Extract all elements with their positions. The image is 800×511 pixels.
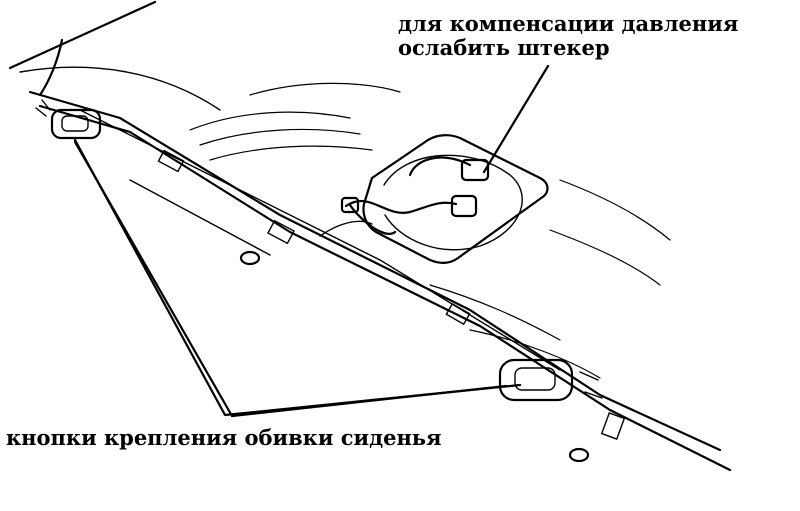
panel-hole-1: [239, 250, 261, 266]
rail-clips: [157, 149, 626, 440]
pressure-plug-plate: [362, 134, 549, 264]
rail-lower: [38, 104, 732, 472]
frame-edge-top: [8, 0, 157, 70]
frame-edge-left: [38, 38, 64, 97]
leader-line-top: [482, 64, 550, 174]
leader-line-bottom-right: [230, 384, 508, 418]
rail-upper: [28, 90, 722, 452]
rail-inner: [79, 109, 561, 371]
fabric-fold-lines: [189, 82, 671, 379]
panel-outline: [73, 138, 522, 417]
leader-line-bottom-left: [73, 140, 234, 418]
seat-button-left: [35, 99, 102, 140]
frame-contour: [19, 66, 221, 111]
callout-seat-buttons: кнопки крепления обивки сиденья: [6, 425, 442, 450]
seat-button-right: [498, 358, 603, 402]
callout-line-2: ослабить штекер: [398, 35, 610, 61]
pressure-plug-connector: [319, 156, 490, 237]
callout-line-1: для компенсации давления: [398, 11, 739, 36]
callout-pressure-plug: для компенсации давления ослабить штекер: [398, 11, 739, 61]
panel-hem: [129, 179, 271, 256]
panel-hole-2: [568, 447, 590, 463]
